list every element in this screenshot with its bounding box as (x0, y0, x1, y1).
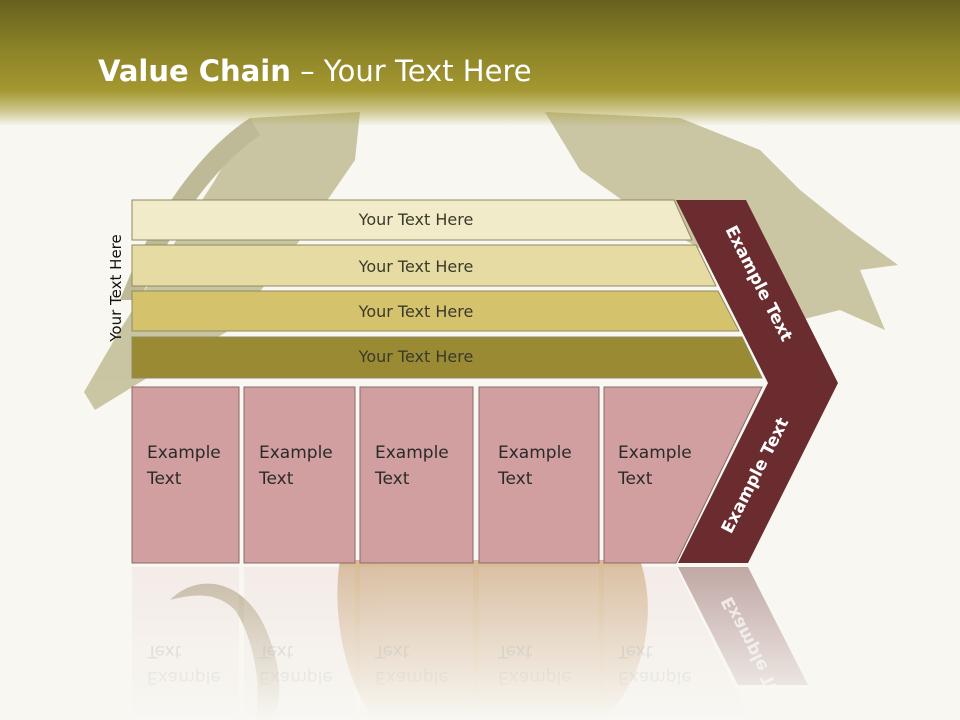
band-4-shape (131, 336, 763, 379)
reflection-fade (100, 563, 860, 720)
activity-cell-1-line1: Example (147, 443, 221, 463)
band-1-shape (131, 199, 693, 241)
activity-cell-2: Example Text (243, 386, 356, 564)
band-3: Your Text Here (131, 290, 740, 332)
band-1-label: Your Text Here (358, 210, 474, 229)
activity-cell-4: Example Text (478, 386, 600, 564)
band-4: Your Text Here (131, 336, 763, 379)
title-bold: Value Chain (98, 54, 291, 88)
activity-cell-5-line1: Example (618, 443, 692, 463)
band-2-label: Your Text Here (358, 257, 474, 276)
title-rest: – Your Text Here (290, 54, 532, 88)
band-4-label: Your Text Here (358, 347, 474, 366)
activity-cell-5: Example Text (603, 386, 763, 564)
activity-cell-3-line1: Example (375, 443, 449, 463)
activity-cell-1: Example Text (131, 386, 240, 564)
activity-cell-4-line2: Text (497, 469, 533, 489)
margin-chevron-shape (676, 200, 838, 563)
activity-cell-5-line2: Text (617, 469, 653, 489)
activity-cell-4-shape (478, 386, 600, 564)
band-2: Your Text Here (131, 244, 717, 287)
band-3-label: Your Text Here (358, 302, 474, 321)
page-title: Value Chain – Your Text Here (98, 54, 532, 88)
activity-cell-3-line2: Text (374, 469, 410, 489)
band-1: Your Text Here (131, 199, 693, 241)
title-banner (0, 0, 960, 126)
activity-cell-2-line1: Example (259, 443, 333, 463)
activity-cell-1-line2: Text (146, 469, 182, 489)
band-3-shape (131, 290, 740, 332)
activity-cell-3-shape (359, 386, 474, 564)
activity-cell-2-line2: Text (258, 469, 294, 489)
activity-cell-2-shape (243, 386, 356, 564)
band-2-shape (131, 244, 717, 287)
activity-cell-3: Example Text (359, 386, 474, 564)
activity-cell-1-shape (131, 386, 240, 564)
activity-cell-4-line1: Example (498, 443, 572, 463)
